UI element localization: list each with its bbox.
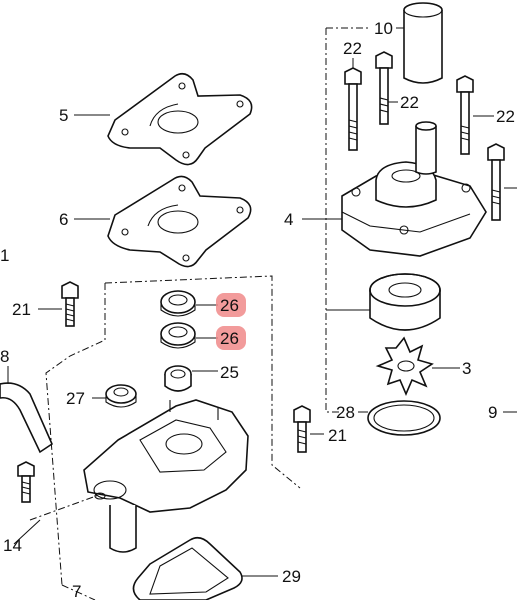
o-ring-part-28[interactable]: [367, 400, 441, 436]
label-1: 1: [0, 246, 9, 265]
label-21-left: 21: [12, 300, 31, 319]
bolt-part-22-b[interactable]: [375, 51, 393, 125]
seal-part-26-lower[interactable]: [160, 322, 196, 349]
label-21-right: 21: [328, 426, 347, 445]
label-29: 29: [282, 567, 301, 586]
bolt-part-22-c[interactable]: [456, 75, 474, 155]
label-7: 7: [72, 582, 81, 600]
bolt-part-21-right[interactable]: [293, 405, 311, 453]
label-5: 5: [59, 106, 68, 125]
tube-part-10[interactable]: [403, 2, 443, 84]
label-9: 9: [488, 403, 497, 422]
pump-housing-upper[interactable]: [341, 121, 487, 257]
impeller-part-3[interactable]: [375, 336, 434, 397]
bushing-part-25[interactable]: [164, 365, 192, 392]
gasket-part-29[interactable]: [132, 536, 243, 600]
label-14: 14: [3, 536, 22, 555]
bolt-part-22-a[interactable]: [344, 67, 362, 151]
label-8: 8: [0, 347, 9, 366]
label-6: 6: [59, 210, 68, 229]
bracket-part-8[interactable]: [0, 382, 54, 454]
impeller-liner[interactable]: [369, 273, 441, 331]
label-25: 25: [220, 363, 239, 382]
label-22-b: 22: [400, 93, 419, 112]
label-28: 28: [336, 403, 355, 422]
label-26-upper: 26: [220, 296, 239, 315]
highlight-26-lower: [216, 326, 246, 350]
bolt-part-21-left[interactable]: [61, 281, 79, 327]
highlight-26-upper: [216, 293, 246, 317]
bolt-part-14[interactable]: [17, 461, 35, 503]
seal-part-27[interactable]: [105, 384, 137, 408]
label-22-a: 22: [343, 39, 362, 58]
plate-part-5[interactable]: [107, 72, 253, 166]
label-10: 10: [374, 19, 393, 38]
label-4: 4: [284, 210, 293, 229]
label-3: 3: [462, 359, 471, 378]
pump-housing-lower[interactable]: [83, 399, 249, 553]
label-26-lower: 26: [220, 329, 239, 348]
label-22-c: 22: [496, 107, 515, 126]
label-27: 27: [66, 389, 85, 408]
bolt-part-22-d[interactable]: [487, 143, 505, 221]
plate-part-6[interactable]: [107, 175, 252, 268]
seal-part-26-upper[interactable]: [160, 290, 196, 317]
